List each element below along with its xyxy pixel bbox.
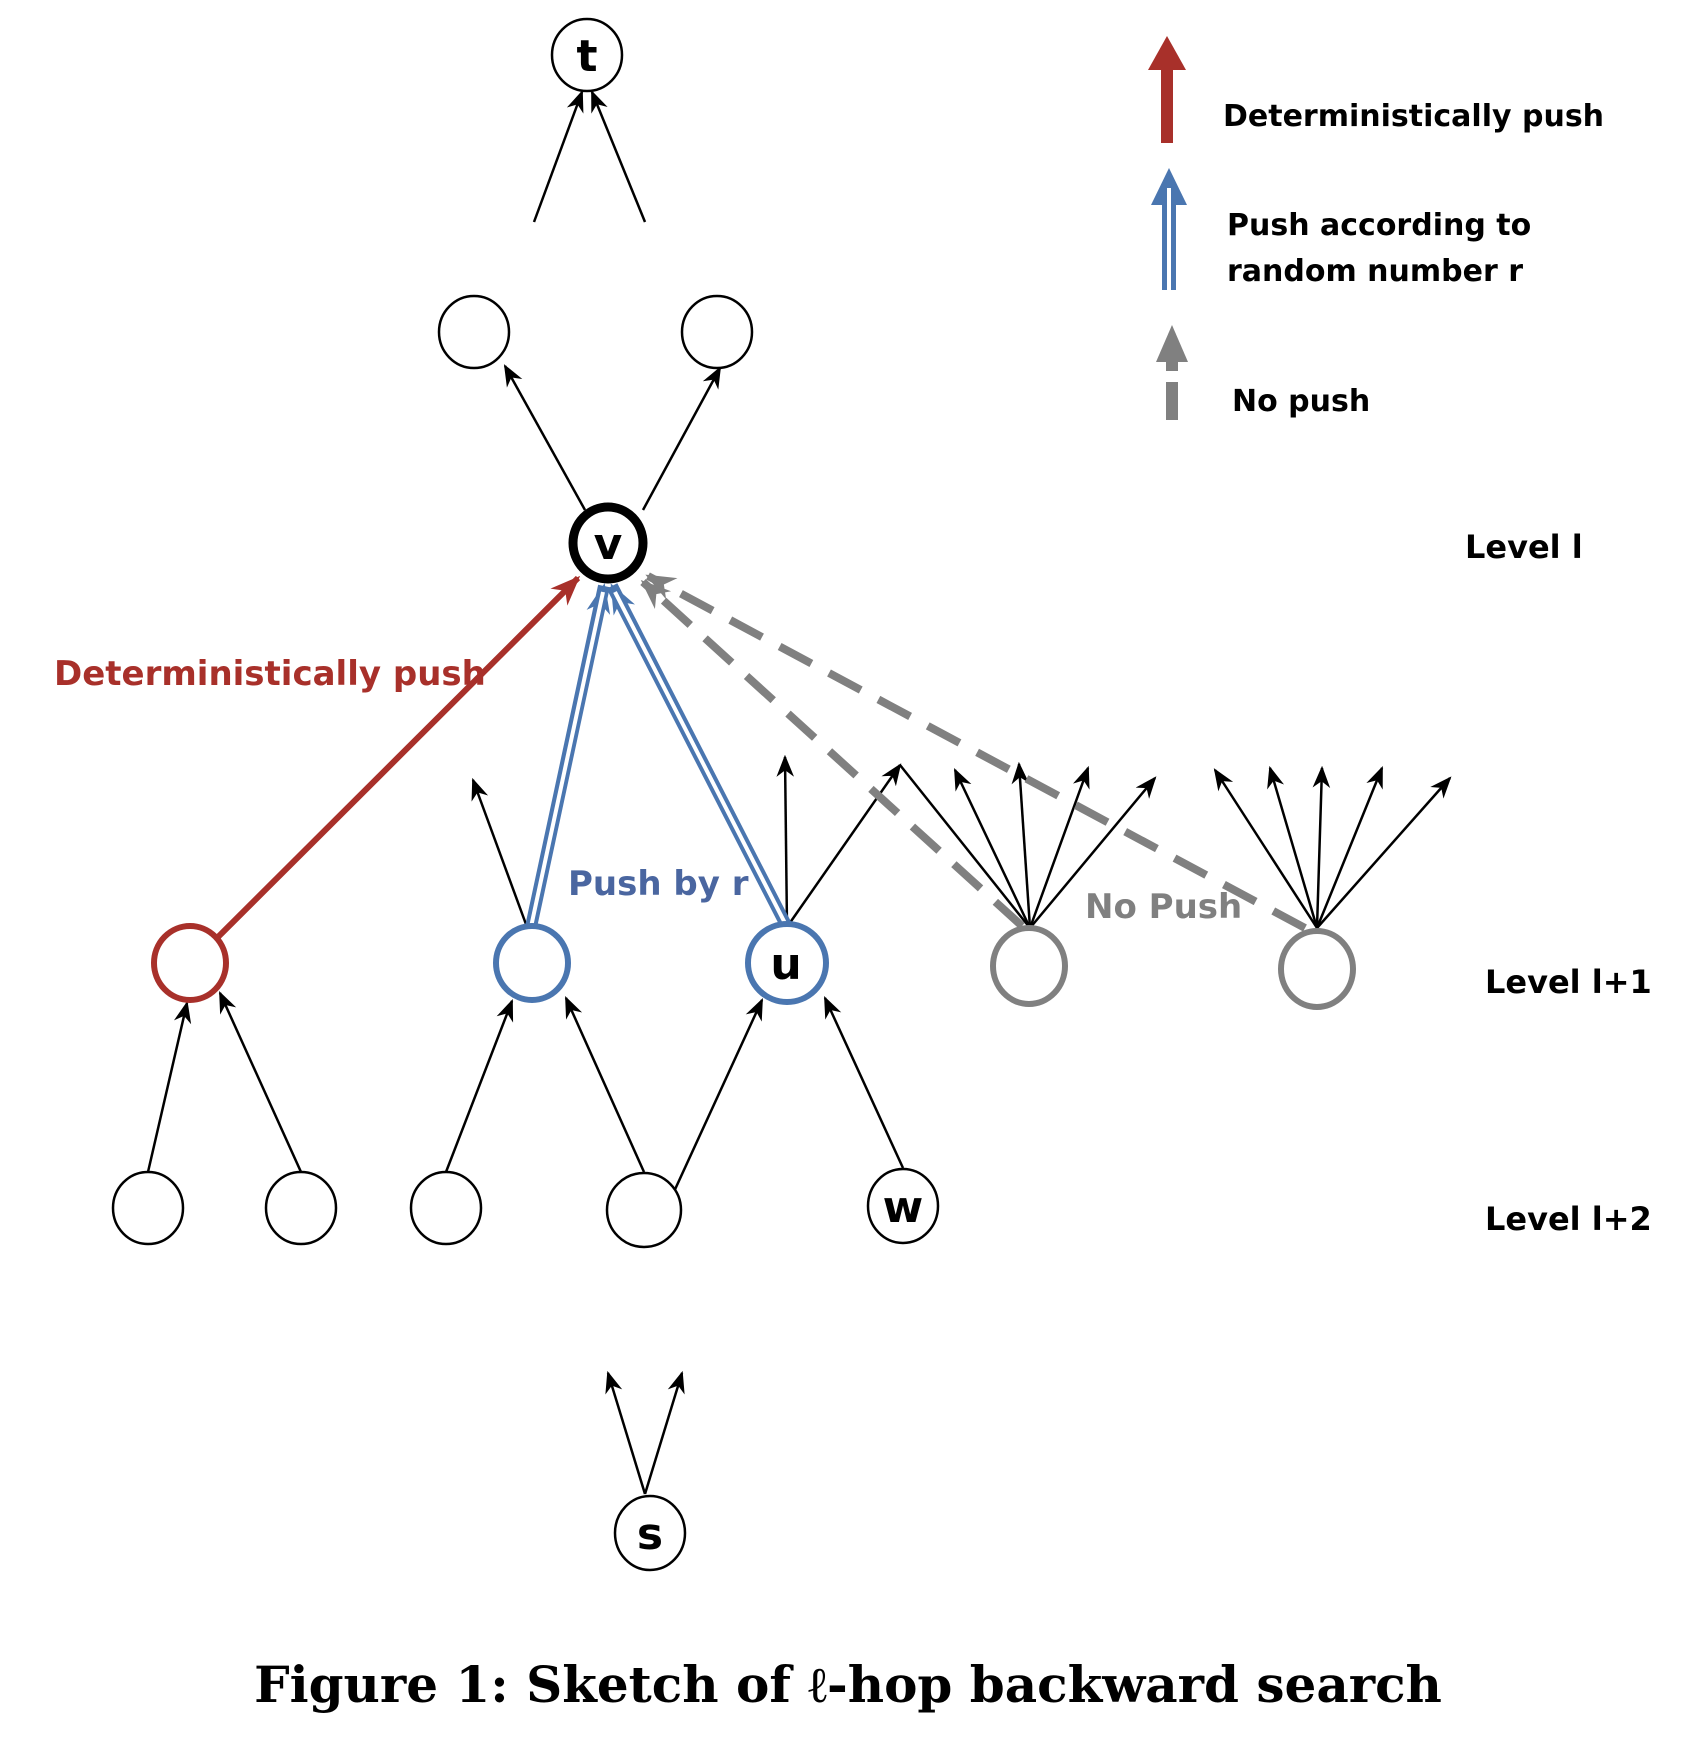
edge-v-to-upper-right (641, 366, 722, 511)
edge-gray1-fan (953, 768, 1032, 929)
node-t[interactable] (550, 17, 624, 93)
edge-into-t-right (590, 89, 647, 223)
edge-u-out-right (785, 763, 902, 928)
edge-into-t-left (532, 89, 584, 223)
node-t-label: t (576, 31, 597, 82)
node-l2-b[interactable] (264, 1170, 338, 1246)
node-upper-left[interactable] (437, 294, 511, 370)
node-v-label: v (594, 519, 623, 570)
node-letters: t v u w s (576, 31, 923, 1560)
edge-label-nopush: No Push (1085, 887, 1242, 927)
legend-nopush-label: No push (1232, 384, 1370, 419)
edge-gray1-fan (1011, 761, 1032, 929)
node-s[interactable] (613, 1494, 687, 1572)
edge-l2d-to-blue (564, 995, 646, 1173)
edge-gray1-fan (1028, 765, 1090, 929)
edge-label-random: Push by r (568, 864, 749, 904)
edge-gray2-fan (1213, 768, 1319, 929)
black-edges (146, 89, 1452, 1495)
edge-gray1-fan (899, 764, 1031, 929)
edge-w-to-u (823, 996, 905, 1169)
edge-s-out-right (643, 1370, 685, 1495)
edge-deterministic (212, 575, 581, 943)
nodes (111, 17, 1356, 1572)
node-w-label: w (883, 1182, 924, 1233)
node-l2-d[interactable] (605, 1171, 683, 1249)
random-edges (525, 583, 793, 930)
level-label-l: Level l (1465, 528, 1583, 566)
node-nopush-1[interactable] (990, 925, 1068, 1007)
edge-nopush-gray1 (640, 579, 1025, 929)
node-v[interactable] (568, 502, 648, 584)
edge-l2b-to-red (218, 990, 303, 1173)
legend-random-label-line1: Push according to (1227, 208, 1531, 243)
node-u-label: u (770, 939, 801, 990)
level-label-l1: Level l+1 (1485, 963, 1652, 1001)
legend-nopush-icon (1156, 325, 1188, 420)
node-deterministic[interactable] (151, 923, 229, 1003)
legend-random-icon (1151, 168, 1187, 290)
edge-gray2-fan (1312, 765, 1331, 929)
edge-blue-node-out (471, 777, 529, 928)
legend-random-label-line2: random number r (1227, 254, 1523, 289)
node-l2-a[interactable] (111, 1170, 185, 1246)
node-random-blue[interactable] (493, 923, 571, 1003)
level-label-l2: Level l+2 (1485, 1200, 1652, 1238)
node-upper-right[interactable] (680, 294, 754, 370)
node-nopush-2[interactable] (1278, 928, 1356, 1010)
nopush-edges (640, 572, 1307, 932)
node-s-label: s (637, 1509, 663, 1560)
edge-v-to-upper-left (503, 364, 587, 511)
edge-s-out-left (605, 1370, 647, 1495)
edge-gray2-fan (1267, 765, 1319, 929)
node-l2-c[interactable] (409, 1170, 483, 1246)
edge-l2a-to-red (146, 1000, 192, 1173)
legend: Deterministically push Push according to… (1148, 36, 1604, 420)
edge-u-out-up (776, 754, 795, 928)
edge-l2c-to-blue (444, 998, 514, 1173)
figure-caption: Figure 1: Sketch of ℓ-hop backward searc… (254, 1655, 1442, 1714)
edge-gray2-fan (1315, 765, 1384, 929)
edge-label-deterministic: Deterministically push (54, 654, 486, 694)
legend-deterministic-icon (1148, 36, 1186, 143)
legend-deterministic-label: Deterministically push (1223, 99, 1604, 134)
edge-gray1-fan (1029, 776, 1157, 929)
edge-l2d-to-u (670, 998, 764, 1197)
node-w[interactable] (866, 1167, 940, 1245)
node-u[interactable] (745, 921, 829, 1005)
edge-nopush-gray2 (645, 572, 1307, 932)
edge-gray2-fan (1316, 776, 1452, 929)
